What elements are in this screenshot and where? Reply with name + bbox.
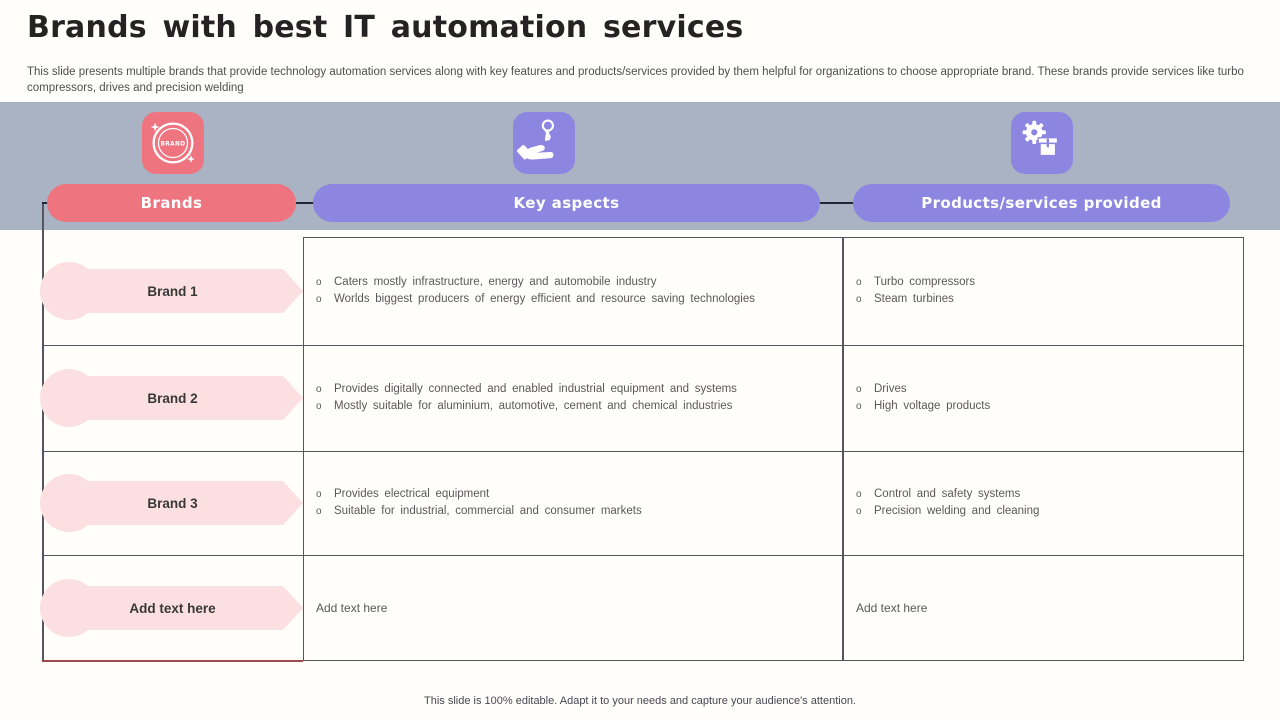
bullet-marker: o bbox=[316, 294, 322, 305]
table-bottom-accent-line bbox=[42, 660, 303, 662]
brand-row-label: Brand 1 bbox=[40, 262, 303, 320]
brand-icon-text: BRAND bbox=[161, 141, 186, 147]
bullet-marker: o bbox=[856, 276, 862, 288]
key-aspects-cell-placeholder[interactable]: Add text here bbox=[316, 601, 388, 615]
row-divider bbox=[42, 345, 1244, 346]
bullet-marker: o bbox=[316, 401, 322, 412]
column-header-label: Products/services provided bbox=[921, 194, 1162, 212]
bullet-marker: o bbox=[316, 383, 322, 395]
bullet-item: o Worlds biggest producers of energy eff… bbox=[316, 291, 831, 308]
bullet-item: o Control and safety systems bbox=[856, 486, 1234, 503]
footer-note: This slide is 100% editable. Adapt it to… bbox=[424, 695, 856, 707]
key-aspects-column-box bbox=[303, 237, 843, 661]
hand-key-icon bbox=[513, 112, 575, 174]
products-cell: o Drives o High voltage products bbox=[856, 345, 1234, 451]
brand-name: Brand 1 bbox=[147, 283, 198, 299]
label-arrow: Brand 1 bbox=[58, 269, 303, 313]
brand-badge-icon: BRAND bbox=[142, 112, 204, 174]
bullet-marker: o bbox=[316, 506, 322, 517]
bullet-marker: o bbox=[316, 488, 322, 500]
products-column-box bbox=[843, 237, 1244, 661]
bullet-item: o Provides electrical equipment bbox=[316, 486, 831, 503]
products-cell: o Control and safety systems o Precision… bbox=[856, 451, 1234, 555]
bullet-marker: o bbox=[856, 383, 862, 395]
label-arrow: Brand 2 bbox=[58, 376, 303, 420]
column-header-label: Brands bbox=[140, 194, 203, 212]
bullet-item: o Precision welding and cleaning bbox=[856, 503, 1234, 520]
label-arrow: Add text here bbox=[58, 586, 303, 630]
bullet-item: o Suitable for industrial, commercial an… bbox=[316, 503, 831, 520]
key-aspects-cell: o Provides digitally connected and enabl… bbox=[316, 345, 831, 451]
gear-package-icon bbox=[1011, 112, 1073, 174]
column-header-products: Products/services provided bbox=[853, 184, 1230, 222]
bullet-item: o High voltage products bbox=[856, 398, 1234, 415]
bullet-item: o Caters mostly infrastructure, energy a… bbox=[316, 274, 831, 291]
column-header-key-aspects: Key aspects bbox=[313, 184, 820, 222]
brand-name-placeholder: Add text here bbox=[129, 600, 216, 616]
bullet-marker: o bbox=[856, 294, 862, 305]
bullet-item: o Drives bbox=[856, 381, 1234, 398]
row-divider bbox=[42, 451, 1244, 452]
products-cell-placeholder[interactable]: Add text here bbox=[856, 601, 928, 615]
brand-row-label: Brand 3 bbox=[40, 474, 303, 532]
bullet-item: o Turbo compressors bbox=[856, 274, 1234, 291]
brand-row-label-placeholder[interactable]: Add text here bbox=[40, 579, 303, 637]
bullet-marker: o bbox=[856, 506, 862, 517]
brand-name: Brand 3 bbox=[147, 495, 198, 511]
table-left-line bbox=[42, 203, 44, 662]
bullet-marker: o bbox=[856, 401, 862, 412]
key-aspects-cell: o Caters mostly infrastructure, energy a… bbox=[316, 237, 831, 345]
key-aspects-cell: o Provides electrical equipment o Suitab… bbox=[316, 451, 831, 555]
label-arrow: Brand 3 bbox=[58, 481, 303, 525]
bullet-marker: o bbox=[316, 276, 322, 288]
page-title: Brands with best IT automation services bbox=[27, 10, 744, 45]
products-cell: o Turbo compressors o Steam turbines bbox=[856, 237, 1234, 345]
bullet-item: o Mostly suitable for aluminium, automot… bbox=[316, 398, 831, 415]
brand-row-label: Brand 2 bbox=[40, 369, 303, 427]
column-header-label: Key aspects bbox=[513, 194, 620, 212]
column-header-brands: Brands bbox=[47, 184, 296, 222]
slide-subtitle: This slide presents multiple brands that… bbox=[27, 66, 1244, 94]
bullet-marker: o bbox=[856, 488, 862, 500]
row-divider bbox=[42, 555, 1244, 556]
bullet-item: o Provides digitally connected and enabl… bbox=[316, 381, 831, 398]
brand-name: Brand 2 bbox=[147, 390, 198, 406]
bullet-item: o Steam turbines bbox=[856, 291, 1234, 308]
